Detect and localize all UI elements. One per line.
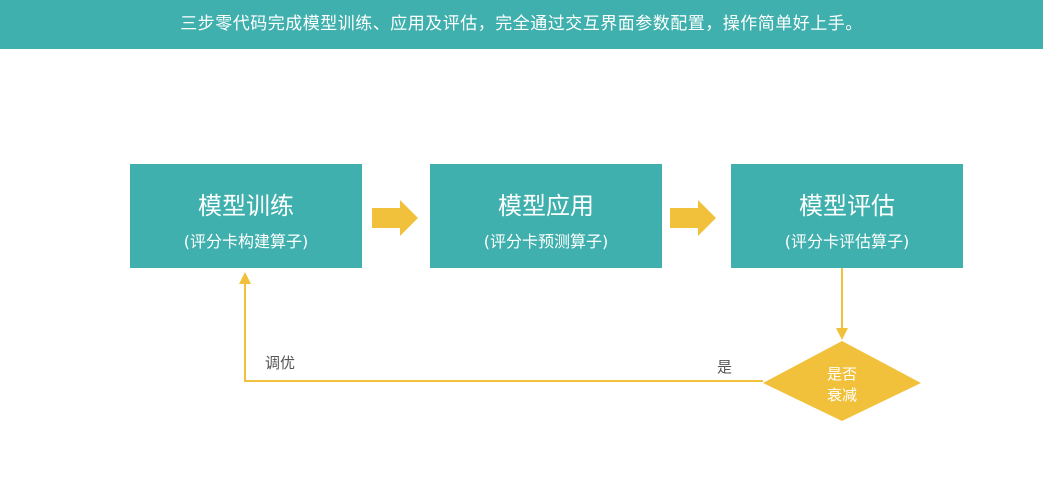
decision-diamond: [763, 341, 921, 421]
header-banner: 三步零代码完成模型训练、应用及评估，完全通过交互界面参数配置，操作简单好上手。: [0, 0, 1043, 49]
step-subtitle: (评分卡构建算子): [183, 232, 309, 251]
step-model-application: 模型应用 (评分卡预测算子): [430, 164, 662, 268]
up-arrowhead-icon: [239, 272, 251, 284]
step-subtitle: (评分卡评估算子): [784, 232, 910, 251]
step-title: 模型应用: [498, 192, 594, 220]
feedback-connector-line: [244, 282, 763, 382]
right-arrow-icon: [372, 200, 418, 236]
tune-label: 调优: [265, 354, 296, 372]
step-model-training: 模型训练 (评分卡构建算子): [130, 164, 362, 268]
step-model-evaluation: 模型评估 (评分卡评估算子): [731, 164, 963, 268]
step-title: 模型训练: [198, 192, 294, 220]
yes-label: 是: [717, 358, 733, 376]
step-subtitle: (评分卡预测算子): [483, 232, 609, 251]
step-title: 模型评估: [799, 192, 895, 220]
down-arrowhead-icon: [836, 328, 848, 340]
right-arrow-icon: [670, 200, 716, 236]
